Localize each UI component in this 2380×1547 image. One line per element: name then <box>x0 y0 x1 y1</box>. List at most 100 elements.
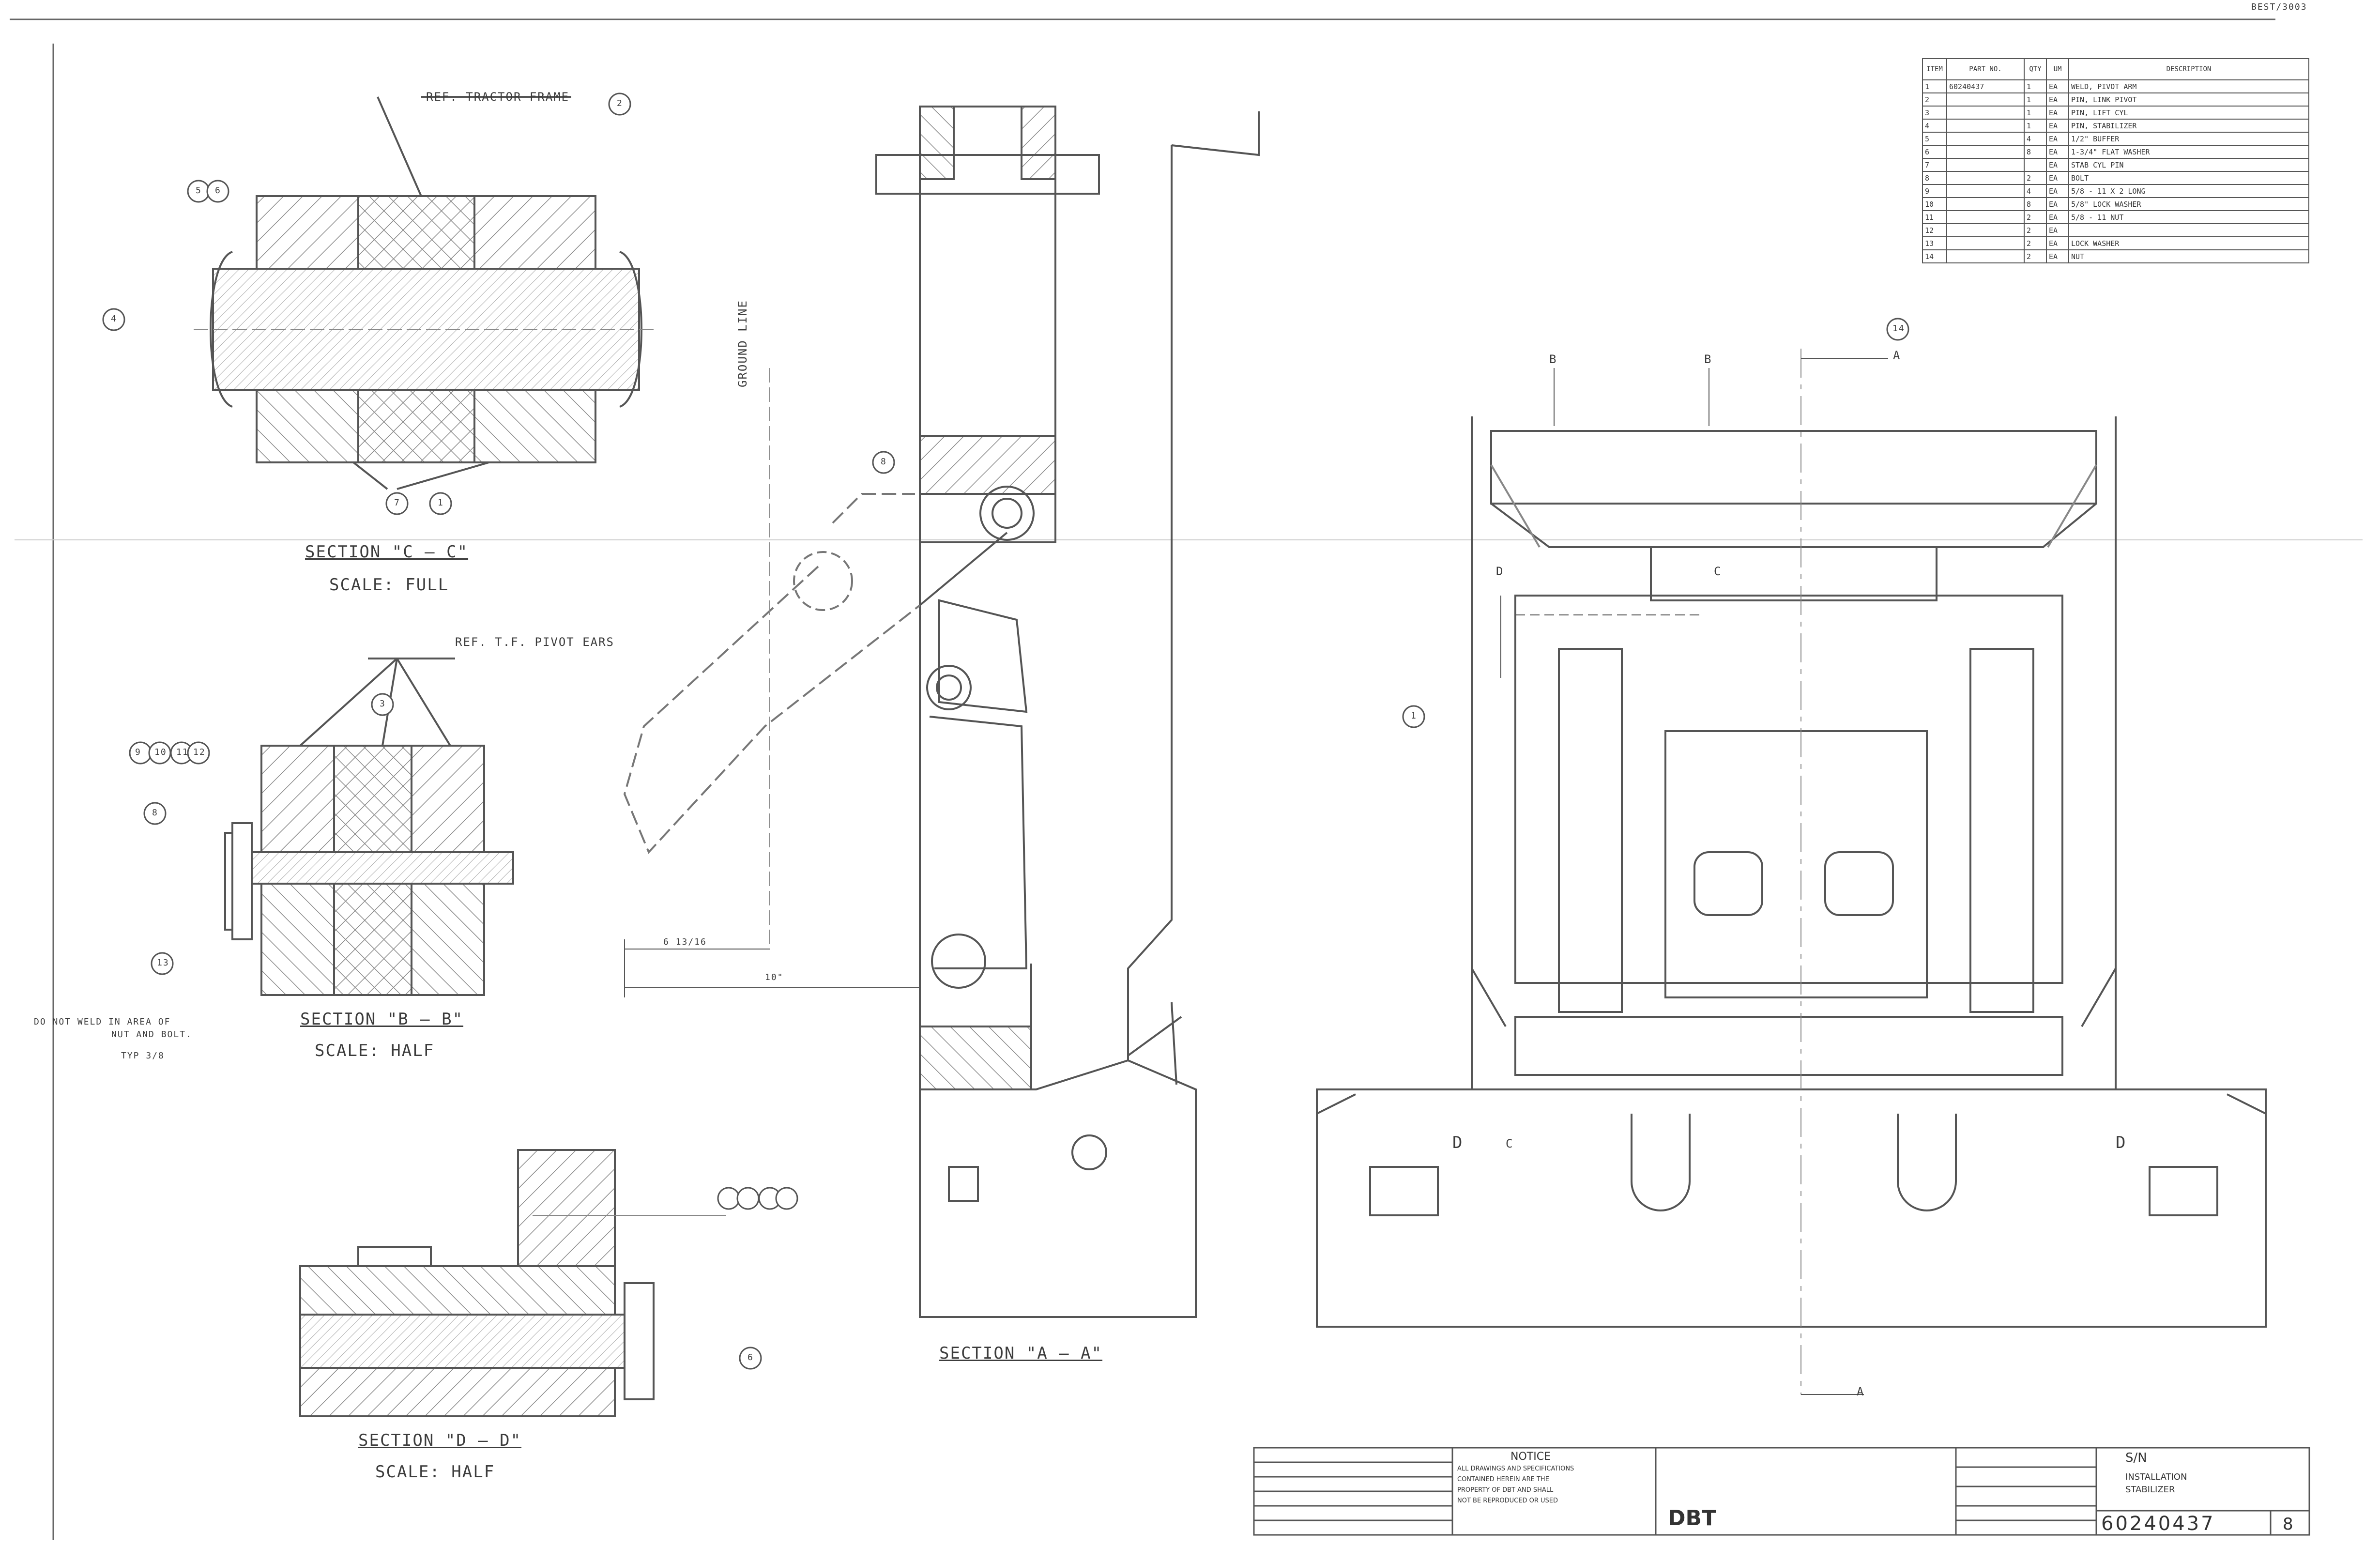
bom-cell-part <box>1946 236 2025 250</box>
section-b-b-view <box>224 658 514 996</box>
section-marker-d-left: D <box>1452 1133 1464 1152</box>
balloon-7: 7 <box>394 498 400 508</box>
bom-cell-description: 1-3/4" FLAT WASHER <box>2068 145 2309 159</box>
bom-cell-part <box>1946 158 2025 172</box>
label-weld-note-2: NUT AND BOLT. <box>111 1029 192 1040</box>
balloon-10: 10 <box>154 747 167 757</box>
bom-cell-um: EA <box>2046 197 2069 211</box>
bom-cell-qty: 4 <box>2024 132 2047 146</box>
bom-cell-qty: 2 <box>2024 223 2047 237</box>
bom-cell-um: EA <box>2046 79 2069 93</box>
balloon-8-arm: 8 <box>881 457 887 467</box>
bom-cell-um: EA <box>2046 249 2069 263</box>
bom-cell-item: 2 <box>1922 92 1947 107</box>
bom-cell-item: 11 <box>1922 210 1947 224</box>
bom-cell-part <box>1946 106 2025 120</box>
bom-cell-description: PIN, STABILIZER <box>2068 119 2309 133</box>
balloon-11: 11 <box>176 747 189 757</box>
bom-cell-description: PIN, LINK PIVOT <box>2068 92 2309 107</box>
bom-header-row: ITEM PART NO. QTY UM DESCRIPTION <box>1922 58 2309 80</box>
bom-cell-item: 10 <box>1922 197 1947 211</box>
bom-cell-qty <box>2024 158 2047 172</box>
section-marker-b-right: B <box>1704 352 1712 366</box>
bom-cell-part <box>1946 184 2025 198</box>
section-marker-b-left: B <box>1549 352 1557 366</box>
bom-cell-part <box>1946 132 2025 146</box>
bom-cell-qty: 1 <box>2024 119 2047 133</box>
bom-cell-um: EA <box>2046 223 2069 237</box>
title-block-frame <box>1253 1447 2310 1536</box>
balloon-14: 14 <box>1892 323 1905 334</box>
bom-cell-um: EA <box>2046 132 2069 146</box>
bom-cell-item: 4 <box>1922 119 1947 133</box>
bom-cell-um: EA <box>2046 184 2069 198</box>
section-d-scale: SCALE: HALF <box>375 1462 495 1482</box>
balloon-9: 9 <box>135 747 141 757</box>
bom-cell-description: 5/8" LOCK WASHER <box>2068 197 2309 211</box>
bom-cell-part <box>1946 92 2025 107</box>
balloon-1: 1 <box>438 498 444 508</box>
balloon-6-d: 6 <box>748 1352 754 1363</box>
bom-cell-part <box>1946 197 2025 211</box>
notice-line-3: PROPERTY OF DBT AND SHALL <box>1457 1486 1554 1494</box>
bom-cell-description: 5/8 - 11 X 2 LONG <box>2068 184 2309 198</box>
bom-cell-um: EA <box>2046 106 2069 120</box>
bom-cell-item: 5 <box>1922 132 1947 146</box>
dimension-small: 6 13/16 <box>663 937 707 947</box>
bom-cell-qty: 2 <box>2024 171 2047 185</box>
drawing-number: 60240437 <box>2101 1513 2215 1535</box>
balloon-5: 5 <box>196 185 202 196</box>
revision: 8 <box>2283 1515 2293 1534</box>
balloon-13: 13 <box>157 958 169 968</box>
bom-cell-part <box>1946 171 2025 185</box>
bom-cell-item: 7 <box>1922 158 1947 172</box>
bom-cell-item: 9 <box>1922 184 1947 198</box>
notice-line-2: CONTAINED HEREIN ARE THE <box>1457 1476 1549 1483</box>
bom-cell-item: 3 <box>1922 106 1947 120</box>
bom-cell-item: 6 <box>1922 145 1947 159</box>
bom-cell-um: EA <box>2046 119 2069 133</box>
section-marker-a-top: A <box>1893 349 1901 362</box>
plan-view <box>1316 349 2267 1395</box>
bom-cell-item: 8 <box>1922 171 1947 185</box>
bom-cell-um: EA <box>2046 210 2069 224</box>
bom-cell-qty: 1 <box>2024 106 2047 120</box>
bom-cell-description: WELD, PIVOT ARM <box>2068 79 2309 93</box>
section-d-title: SECTION "D — D" <box>358 1431 522 1450</box>
bom-cell-description: STAB CYL PIN <box>2068 158 2309 172</box>
bom-cell-qty: 4 <box>2024 184 2047 198</box>
bom-cell-qty: 8 <box>2024 145 2047 159</box>
bom-cell-um: EA <box>2046 171 2069 185</box>
label-weld-note: DO NOT WELD IN AREA OF <box>34 1017 171 1027</box>
bom-cell-part <box>1946 249 2025 263</box>
bom-cell-part <box>1946 145 2025 159</box>
bom-cell-description: PIN, LIFT CYL <box>2068 106 2309 120</box>
balloon-2: 2 <box>617 98 623 108</box>
section-c-c-view <box>194 96 658 490</box>
bom-header-qty: QTY <box>2024 58 2047 80</box>
balloon-8: 8 <box>152 808 158 818</box>
corner-code: BEST/3003 <box>2251 2 2307 12</box>
bom-header-item: ITEM <box>1922 58 1947 80</box>
section-b-title: SECTION "B — B" <box>300 1010 464 1029</box>
label-ref-tractor-frame: REF. TRACTOR FRAME <box>426 90 570 104</box>
bom-cell-um: EA <box>2046 236 2069 250</box>
label-ref-pivot-ears: REF. T.F. PIVOT EARS <box>455 635 614 649</box>
bom-header-description: DESCRIPTION <box>2068 58 2309 80</box>
bom-cell-item: 1 <box>1922 79 1947 93</box>
bom-header-part: PART NO. <box>1946 58 2025 80</box>
item-balloons <box>102 92 1909 1370</box>
section-marker-d-right: D <box>2116 1133 2127 1152</box>
bom-cell-part <box>1946 223 2025 237</box>
bom-cell-qty: 1 <box>2024 92 2047 107</box>
bom-cell-qty: 2 <box>2024 249 2047 263</box>
sheet-code: S/N <box>2125 1451 2147 1465</box>
